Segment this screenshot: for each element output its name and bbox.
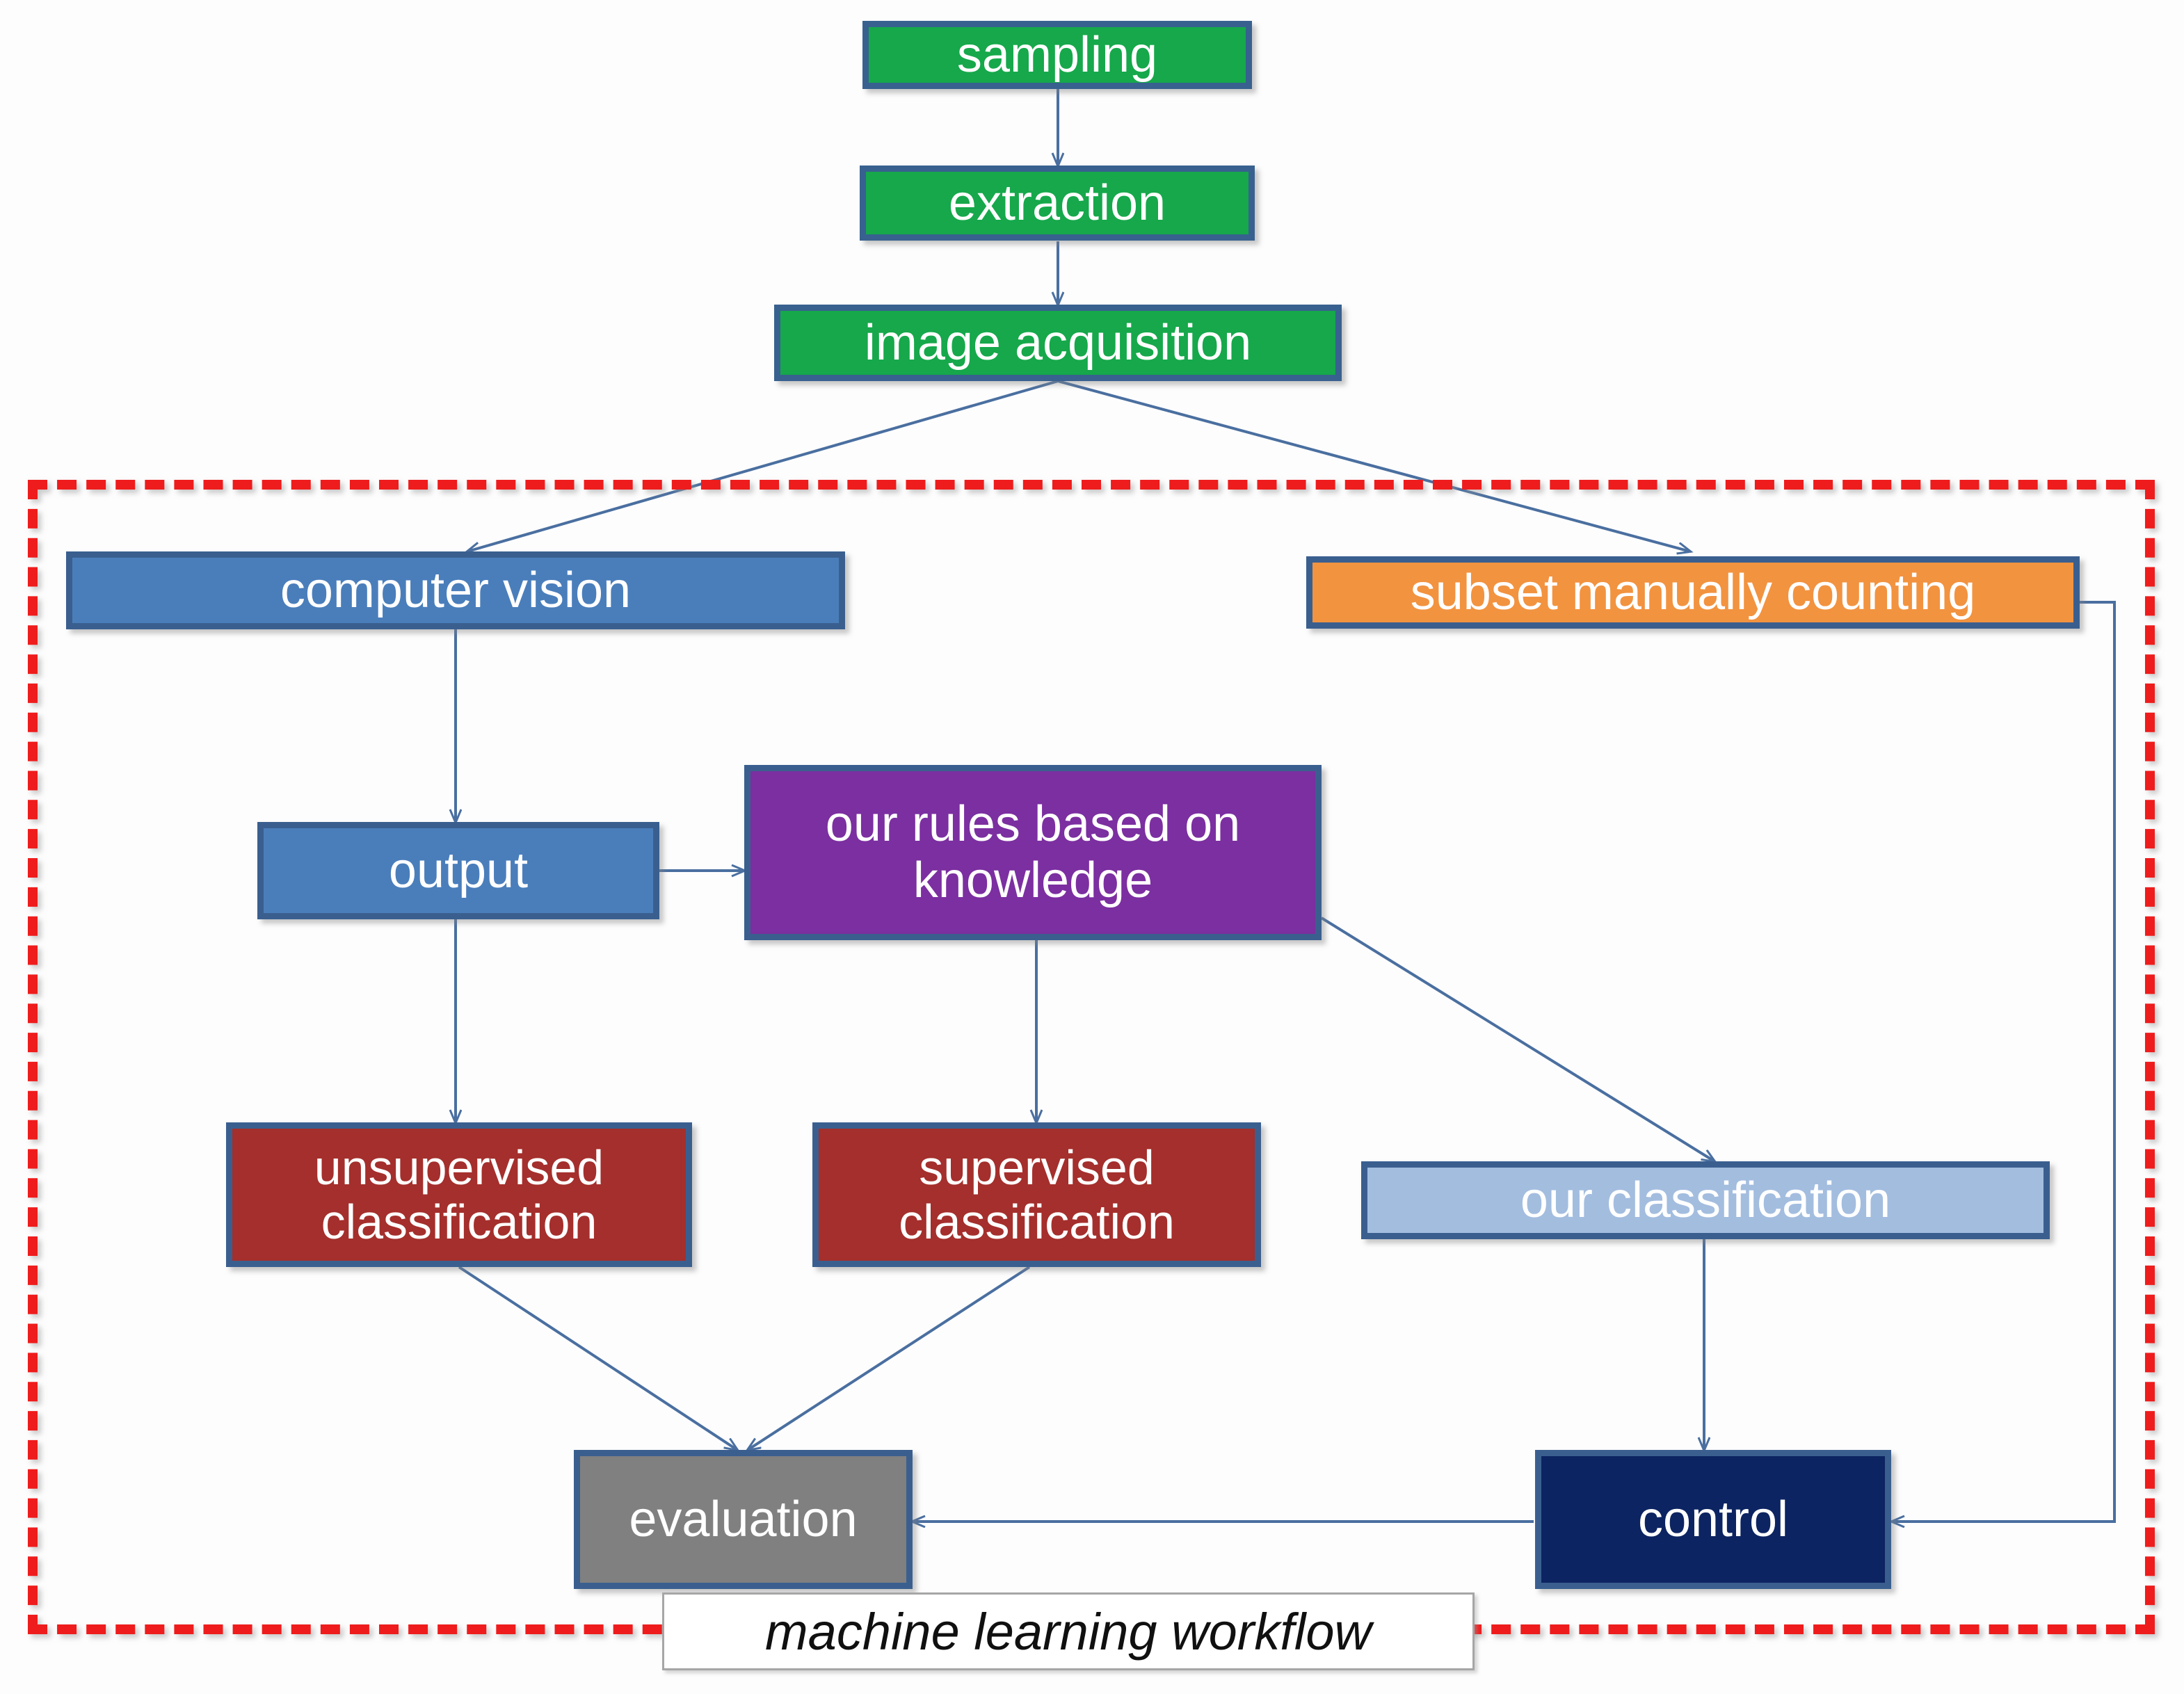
- node-sampling[interactable]: sampling: [862, 21, 1252, 89]
- node-supervised-classification[interactable]: supervised classification: [812, 1122, 1261, 1267]
- group-caption-machine-learning-workflow: machine learning workflow: [662, 1592, 1475, 1670]
- node-subset-manually-counting-label: subset manually counting: [1410, 564, 1976, 620]
- node-output-label: output: [388, 842, 529, 898]
- node-extraction[interactable]: extraction: [860, 166, 1255, 241]
- node-our-classification-label: our classification: [1520, 1172, 1891, 1228]
- node-evaluation[interactable]: evaluation: [574, 1450, 913, 1589]
- node-supervised-label-line1: supervised: [919, 1140, 1155, 1195]
- node-our-classification[interactable]: our classification: [1361, 1161, 2050, 1239]
- node-control[interactable]: control: [1535, 1450, 1891, 1589]
- node-computer-vision[interactable]: computer vision: [66, 551, 845, 629]
- node-subset-manually-counting[interactable]: subset manually counting: [1306, 556, 2080, 629]
- node-our-rules-based-on-knowledge[interactable]: our rules based on knowledge: [744, 765, 1322, 940]
- node-image-acquisition[interactable]: image acquisition: [774, 305, 1342, 381]
- node-rules-label-line2: knowledge: [913, 853, 1153, 908]
- node-rules-label-line1: our rules based on: [825, 796, 1241, 853]
- node-computer-vision-label: computer vision: [280, 562, 632, 618]
- node-control-label: control: [1637, 1491, 1789, 1547]
- node-evaluation-label: evaluation: [629, 1491, 858, 1547]
- node-extraction-label: extraction: [948, 175, 1166, 231]
- node-sampling-label: sampling: [956, 26, 1158, 83]
- node-supervised-label-line2: classification: [899, 1195, 1175, 1249]
- group-caption-label: machine learning workflow: [765, 1602, 1372, 1661]
- node-output[interactable]: output: [257, 822, 659, 919]
- node-image-acquisition-label: image acquisition: [864, 314, 1252, 371]
- node-unsupervised-label-line2: classification: [321, 1195, 597, 1249]
- node-unsupervised-label-line1: unsupervised: [314, 1140, 604, 1195]
- node-unsupervised-classification[interactable]: unsupervised classification: [226, 1122, 692, 1267]
